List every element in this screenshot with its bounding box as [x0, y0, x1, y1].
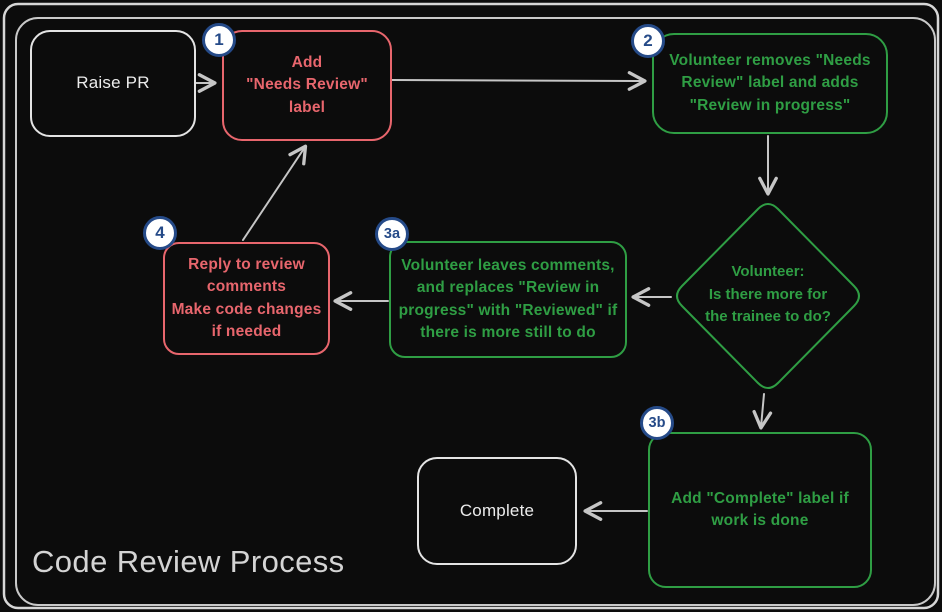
- badge-step-1: 1: [202, 23, 236, 57]
- inner-frame: [15, 17, 936, 606]
- decision-diamond-shape: [676, 203, 860, 389]
- node-add-complete-label: Add "Complete" label if work is done: [648, 432, 872, 588]
- badge-step-2: 2: [631, 24, 665, 58]
- arrow-decision-to-step3b: [752, 393, 773, 430]
- badge-step-3a: 3a: [375, 217, 409, 251]
- node-complete-label: Complete: [459, 500, 535, 520]
- node-reply-to-review: Reply to review comments Make code chang…: [163, 242, 330, 355]
- arrow-step4-to-step1: [242, 144, 308, 241]
- node-volunteer-leaves-comments: Volunteer leaves comments, and replaces …: [389, 241, 627, 358]
- arrow-step1-to-step2: [391, 71, 647, 91]
- badge-step-3b: 3b: [640, 406, 674, 440]
- node-decision-label: Volunteer: Is there more for the trainee…: [705, 263, 831, 325]
- node-add-needs-review-label: Add "Needs Review" label: [246, 53, 368, 116]
- node-complete: Complete: [417, 457, 577, 565]
- diagram-title: Code Review Process: [32, 544, 345, 579]
- node-raise-pr: Raise PR: [30, 30, 196, 137]
- node-add-complete-label-text: Add "Complete" label if work is done: [671, 489, 849, 529]
- node-volunteer-removes-label: Volunteer removes "Needs Review" label a…: [652, 33, 888, 134]
- node-volunteer-removes-label-text: Volunteer removes "Needs Review" label a…: [669, 51, 871, 114]
- node-add-needs-review: Add "Needs Review" label: [222, 30, 392, 141]
- node-raise-pr-label: Raise PR: [76, 73, 150, 93]
- node-reply-to-review-text: Reply to review comments Make code chang…: [171, 255, 322, 340]
- badge-step-4: 4: [143, 216, 177, 250]
- node-volunteer-leaves-comments-text: Volunteer leaves comments, and replaces …: [398, 256, 618, 341]
